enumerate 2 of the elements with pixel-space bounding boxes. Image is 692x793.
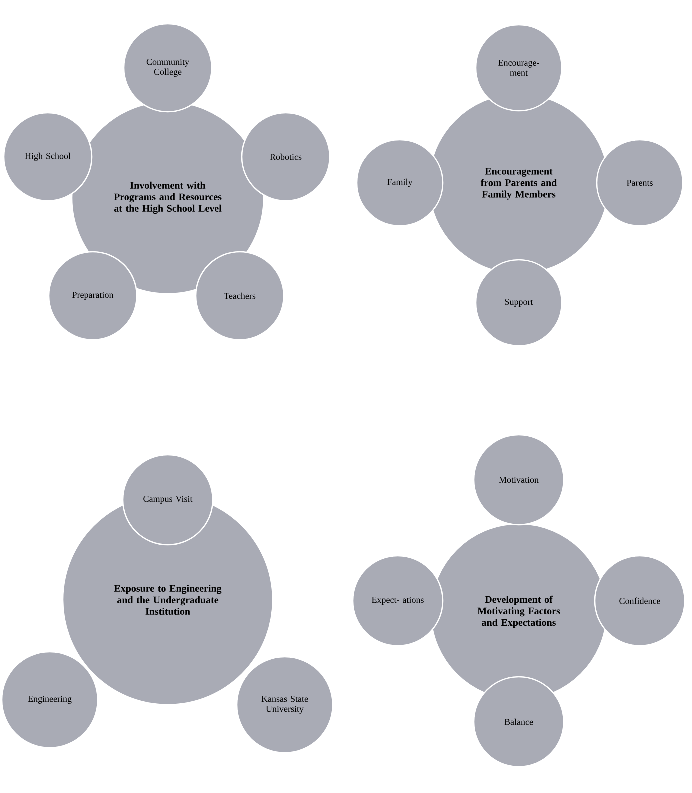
node-label: Parents <box>627 180 653 186</box>
node-label: Confidence <box>620 598 660 604</box>
